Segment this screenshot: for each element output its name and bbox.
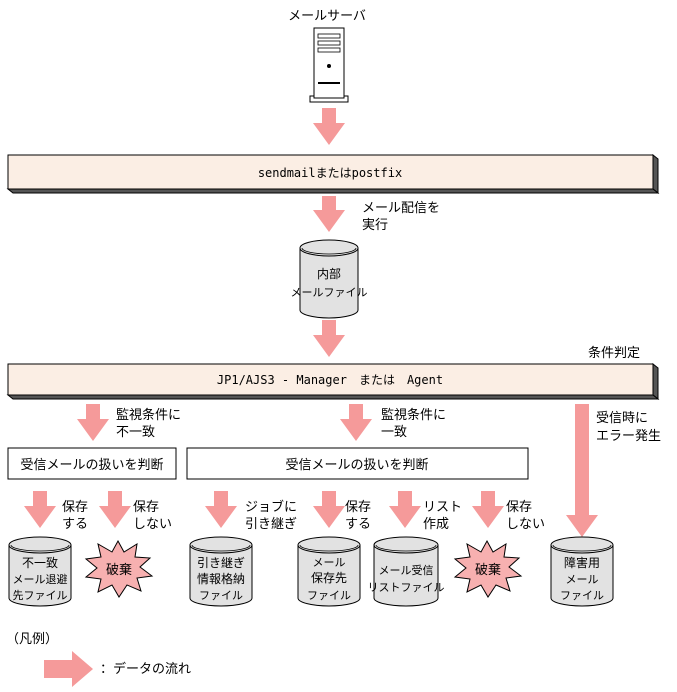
- mta-band-label: sendmailまたはpostfix: [258, 166, 402, 180]
- discard-burst-middle: [453, 539, 523, 598]
- mail-server-label: メールサーバ: [288, 9, 366, 24]
- list-file-line1: メール受信: [379, 564, 434, 577]
- error-file-line1: 障害用: [564, 555, 600, 570]
- discard-burst-left: [84, 539, 154, 598]
- condition-label: 条件判定: [588, 345, 640, 361]
- delivery-label-1: メール配信を: [362, 201, 440, 216]
- error-label-2: エラー発生: [596, 429, 661, 444]
- left-nosave-label-1: 保存: [133, 500, 159, 515]
- discard-label-left: 破棄: [106, 563, 132, 578]
- mail-list-file: [373, 536, 439, 607]
- flow-arrow-middle-save: [313, 491, 345, 528]
- list-label-2: 作成: [423, 517, 449, 532]
- left-decision-box: [7, 447, 177, 480]
- left-save-label-2: する: [62, 517, 88, 532]
- middle-save-label-2: する: [345, 517, 371, 532]
- unmatched-file-line1: 不一致: [22, 556, 58, 570]
- list-file-line2: リストファイル: [368, 581, 445, 594]
- legend-title: （凡例）: [6, 632, 58, 647]
- unmatched-mail-file: [8, 536, 72, 607]
- unmatched-label-2: 不一致: [116, 425, 155, 440]
- flow-arrow-middle-nosave: [472, 491, 504, 528]
- delivery-label-2: 実行: [362, 217, 388, 233]
- mta-band: [6, 153, 660, 195]
- flow-arrow-to-jp1: [313, 320, 345, 357]
- flow-arrow-delivery: [313, 196, 345, 232]
- handover-file-line1: 引き継ぎ: [197, 555, 245, 570]
- matched-label-2: 一致: [381, 425, 407, 440]
- server-icon: [309, 27, 349, 103]
- save-file-line3: ファイル: [307, 589, 351, 602]
- jp1-band: [6, 362, 660, 401]
- handover-info-file: [189, 536, 253, 607]
- flow-arrow-list: [389, 491, 421, 528]
- flow-arrow-left-nosave: [99, 491, 131, 528]
- handover-label-2: 引き継ぎ: [245, 517, 297, 532]
- legend-arrow: [44, 651, 93, 687]
- jp1-band-label: JP1/AJS3 - Manager または Agent: [217, 373, 443, 387]
- left-nosave-label-2: しない: [133, 517, 172, 532]
- flow-arrow-error: [566, 404, 598, 537]
- unmatched-file-line3: 先ファイル: [13, 589, 68, 602]
- handover-file-line2: 情報格納: [197, 571, 245, 586]
- middle-nosave-label-1: 保存: [506, 500, 532, 515]
- error-file-line2: メール: [566, 573, 599, 586]
- middle-decision-box: [186, 447, 529, 480]
- unmatched-label-1: 監視条件に: [116, 407, 181, 423]
- error-file-line3: ファイル: [560, 589, 604, 602]
- flow-arrow-unmatched: [77, 404, 109, 441]
- middle-decision-label: 受信メールの扱いを判断: [285, 458, 428, 473]
- handover-label-1: ジョブに: [245, 499, 297, 515]
- flow-arrow-handover: [205, 491, 237, 528]
- handover-file-line3: ファイル: [199, 589, 243, 602]
- mail-save-file: [297, 536, 361, 607]
- left-decision-label: 受信メールの扱いを判断: [20, 458, 163, 473]
- save-file-line2: 保存先: [311, 571, 347, 585]
- save-file-line1: メール: [313, 556, 346, 569]
- internal-mail-file-line2: メールファイル: [291, 286, 368, 299]
- internal-mail-file-line1: 内部: [317, 266, 341, 281]
- error-label-1: 受信時に: [596, 411, 648, 426]
- middle-nosave-label-2: しない: [506, 517, 545, 532]
- discard-label-middle: 破棄: [475, 563, 501, 578]
- matched-label-1: 監視条件に: [381, 407, 446, 423]
- list-label-1: リスト: [423, 500, 462, 515]
- legend-item-label: ：データの流れ: [100, 661, 191, 677]
- error-mail-file: [550, 536, 614, 607]
- flow-arrow-server: [313, 108, 345, 145]
- internal-mail-file: [299, 239, 359, 319]
- left-save-label-1: 保存: [62, 500, 88, 515]
- flow-arrow-matched: [340, 404, 372, 441]
- flow-arrow-left-save: [24, 491, 56, 528]
- unmatched-file-line2: メール退避: [13, 572, 68, 586]
- middle-save-label-1: 保存: [345, 500, 371, 515]
